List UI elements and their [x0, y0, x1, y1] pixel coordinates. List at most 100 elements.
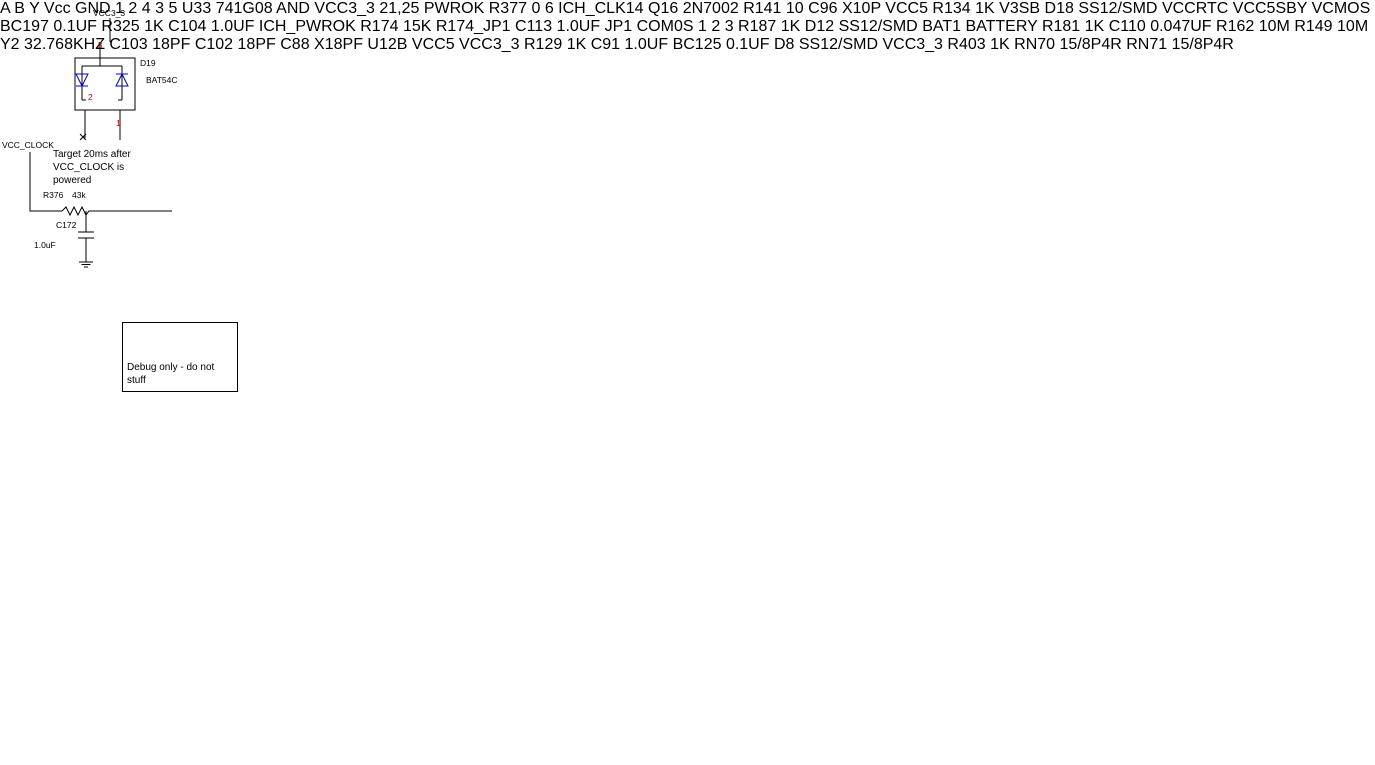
rn70-value: 15/8P4R [1059, 36, 1122, 53]
d8-ref: D8 [773, 36, 795, 53]
r129-value: 1K [566, 36, 587, 53]
vccrtc-label: VCCRTC [1161, 0, 1229, 17]
r377-value: 0 [531, 0, 541, 17]
d18-value: SS12/SMD [1078, 0, 1158, 17]
jp1-pin-2: 2 [711, 18, 721, 35]
vcc3-3-label-4: VCC3_3 [882, 36, 943, 53]
u33-pin-y: Y [29, 0, 40, 17]
vcc3-3-label-2: VCC3_3 [314, 0, 375, 17]
vcc3-3-label-3: VCC3_3 [459, 36, 520, 53]
r403-ref: R403 [947, 36, 986, 53]
bc125-ref: BC125 [672, 36, 722, 53]
c88-ref: C88 [280, 36, 310, 53]
r162-ref: R162 [1216, 18, 1255, 35]
jp1-jumper: JP1 COM0S 1 2 3 [605, 18, 738, 35]
c110-ref: C110 [1108, 18, 1146, 35]
note-debug: Debug only - do not stuff [127, 362, 215, 386]
jp1-ref: JP1 [604, 18, 633, 35]
vcmos-label: VCMOS [1311, 0, 1371, 17]
r174-value: 15K [402, 18, 432, 35]
d18-ref: D18 [1044, 0, 1074, 17]
c102-ref: C102 [194, 36, 234, 53]
r149-ref: R149 [1294, 18, 1333, 35]
u33-pin-b: B [14, 0, 25, 17]
d8-value: SS12/SMD [798, 36, 879, 53]
vcc-clock-label: VCC_CLOCK [2, 140, 54, 150]
c96-ref: C96 [808, 0, 838, 17]
bat1-ref: BAT1 [922, 18, 962, 35]
bc197-value: 0.1UF [53, 18, 97, 35]
c91-value: 1.0UF [624, 36, 669, 53]
r181-ref: R181 [1041, 18, 1081, 35]
vcc5-label-2: VCC5 [411, 36, 455, 53]
rn71-network: RN71 15/8P4R [1126, 36, 1234, 53]
r141-ref: R141 [743, 0, 782, 17]
c172-value: 1.0uF [34, 240, 56, 250]
r162-value: 10M [1258, 18, 1290, 35]
c103-value: 18PF [152, 36, 191, 53]
r181-value: 1K [1084, 18, 1105, 35]
pwrok-ref: 21,25 [379, 0, 420, 17]
u33-and-gate: A B Y Vcc GND 1 2 4 3 5 U33 741G08 AND [0, 0, 314, 17]
c113-value: 1.0UF [556, 18, 601, 35]
c110-value: 0.047UF [1150, 18, 1212, 35]
bat1-value: BATTERY [965, 18, 1038, 35]
u12b-ref: U12B [367, 36, 408, 53]
d19-diode-pair: 3 2 1 D19 BAT54C [74, 40, 178, 140]
jp1-pin-3: 3 [724, 18, 734, 35]
d19-pin2: 2 [88, 92, 93, 102]
u33-num-5: 5 [168, 0, 178, 17]
debug-box [122, 322, 238, 392]
r325-ref: R325 [101, 18, 140, 35]
u33-num-1: 1 [115, 0, 124, 17]
c91-ref: C91 [590, 36, 621, 53]
ich-clk14-net: ICH_CLK14 [558, 0, 644, 17]
q16-ref: Q16 [648, 0, 679, 17]
r325-value: 1K [144, 18, 164, 35]
r134-value: 1K [975, 0, 995, 17]
d19-pin1: 1 [116, 118, 121, 128]
v3sb-label: V3SB [999, 0, 1041, 17]
vcc3-3-label-1: VCC3_3 [93, 8, 125, 18]
c113-ref: C113 [515, 18, 553, 35]
r134-ref: R134 [932, 0, 971, 17]
c104-ref: C104 [168, 18, 207, 35]
pwrok-net: PWROK [423, 0, 485, 17]
d12-ref: D12 [804, 18, 835, 35]
u33-num-4: 4 [141, 0, 151, 17]
u33-value: 741G08 AND [215, 0, 310, 17]
rn71-ref: RN71 [1126, 36, 1168, 53]
jp1-value: COM0S [636, 18, 694, 35]
u33-ref: U33 [181, 0, 212, 17]
r141-value: 10 [785, 0, 804, 17]
d19-ref: D19 [140, 58, 156, 68]
r187-value: 1K [780, 18, 801, 35]
note-target: Target 20ms after VCC_CLOCK is powered [53, 149, 131, 186]
vcc5-label-1: VCC5 [885, 0, 928, 17]
d12-value: SS12/SMD [838, 18, 918, 35]
c172-ref: C172 [56, 220, 77, 230]
u33-pin-a: A [0, 0, 10, 17]
c103-ref: C103 [109, 36, 148, 53]
ich-clk14-ref: 6 [544, 0, 554, 17]
rn70-ref: RN70 [1014, 36, 1056, 53]
u33-pin-gnd: GND [75, 0, 111, 17]
r376-value: 43k [72, 190, 86, 200]
q16-value: 2N7002 [682, 0, 739, 17]
bc197-ref: BC197 [0, 18, 49, 35]
bc125-value: 0.1UF [725, 36, 770, 53]
c104-value: 1.0UF [210, 18, 255, 35]
r129-ref: R129 [523, 36, 563, 53]
r377-ref: R377 [488, 0, 527, 17]
c102-value: 18PF [237, 36, 276, 53]
r187-ref: R187 [738, 18, 777, 35]
y2-value: 32.768KHZ [24, 36, 105, 53]
u33-num-3: 3 [155, 0, 165, 17]
d19-pin3: 3 [98, 40, 103, 50]
rn71-value: 15/8P4R [1171, 36, 1234, 53]
vcc5sby-label: VCC5SBY [1232, 0, 1308, 17]
y2-ref: Y2 [0, 36, 20, 53]
c96-value: X10P [841, 0, 881, 17]
c88-value: X18PF [314, 36, 363, 53]
